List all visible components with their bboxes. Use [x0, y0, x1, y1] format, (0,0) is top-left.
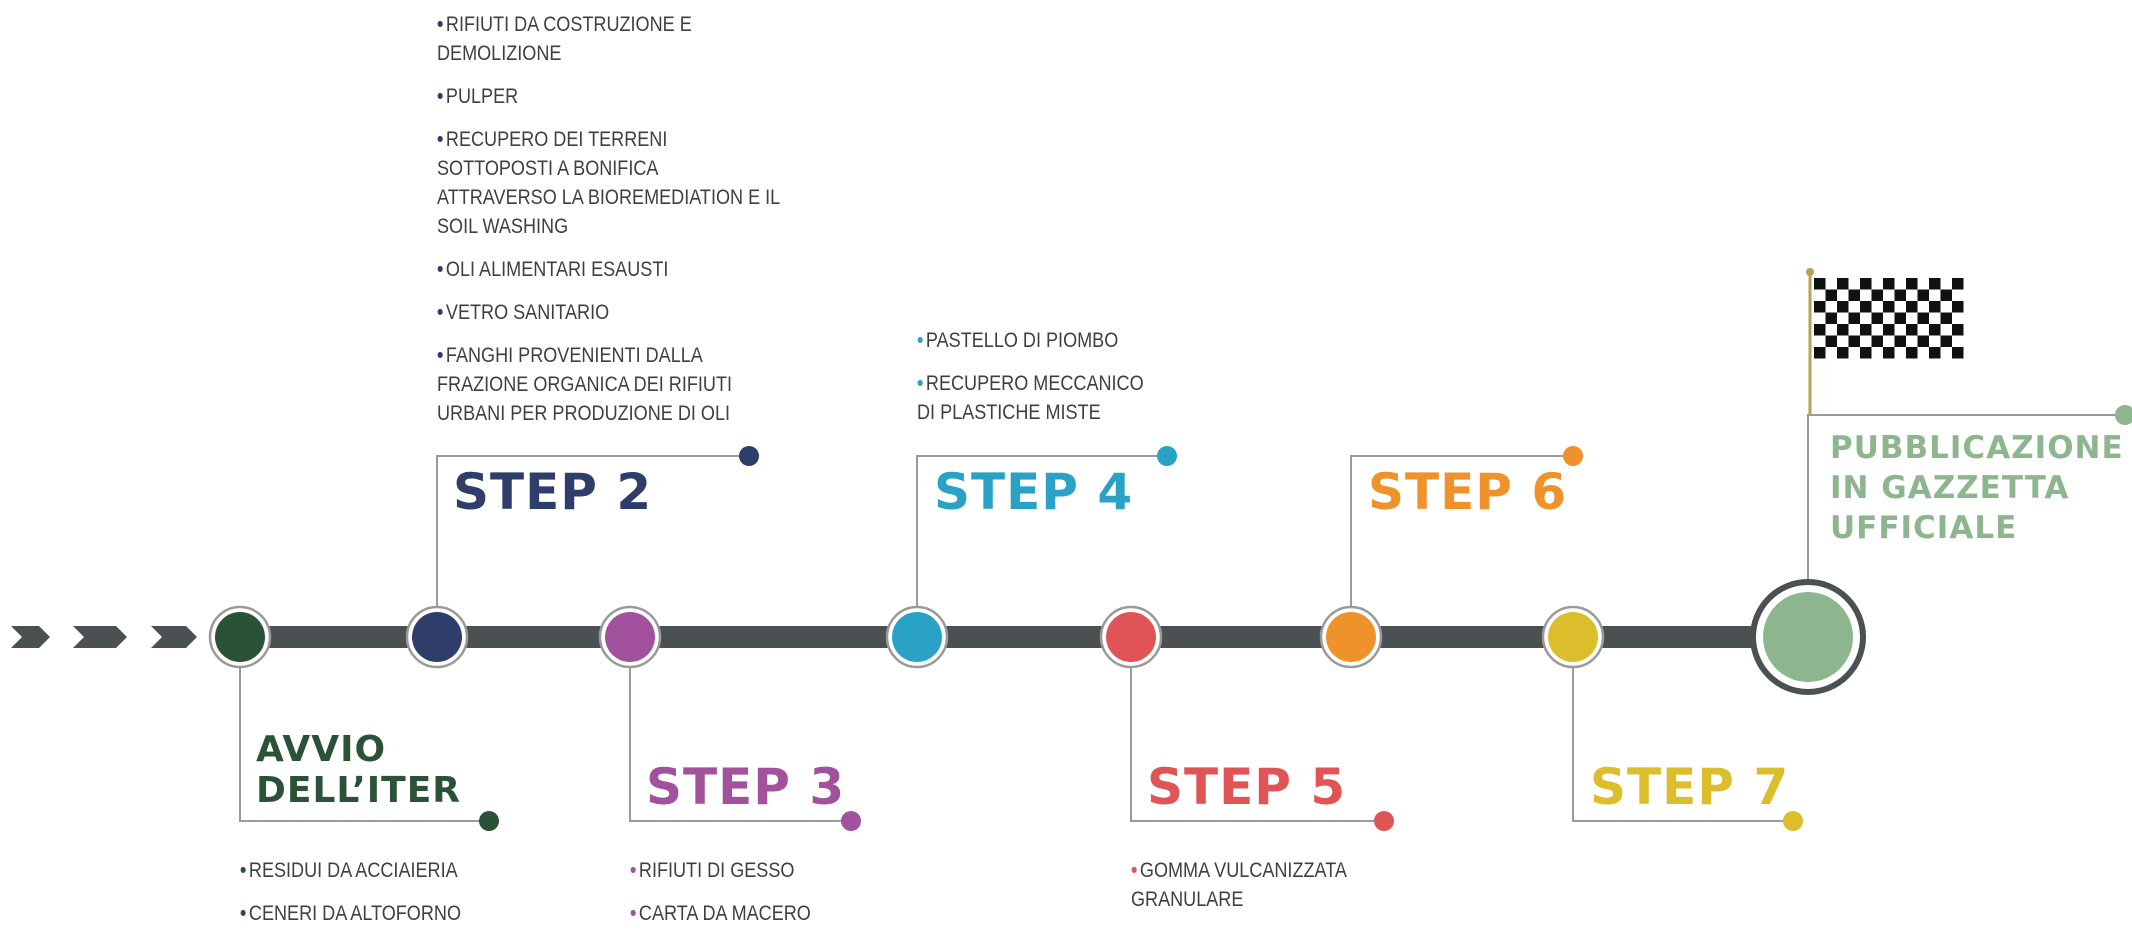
step3-title: STEP 3	[646, 758, 846, 816]
connector-pubblicazione	[1807, 414, 2125, 580]
step3-item-list: •RIFIUTI DI GESSO •CARTA DA MACERO	[630, 856, 854, 942]
connector-end-dot-pubblicazione	[2115, 405, 2132, 425]
connector-step6	[1350, 455, 1573, 607]
pubblicazione-title-line: UFFICIALE	[1830, 510, 2018, 546]
step5-title: STEP 5	[1147, 758, 1347, 816]
avvio-item-list: •RESIDUI DA ACCIAIERIA •CENERI DA ALTOFO…	[240, 856, 498, 942]
connector-step5	[1130, 667, 1384, 822]
list-item: •RIFIUTI DA COSTRUZIONE E DEMOLIZIONE	[437, 13, 692, 65]
pubblicazione-title-line: PUBBLICAZIONE	[1830, 430, 2124, 466]
connector-step4	[916, 455, 1167, 607]
avvio-title-line: AVVIO	[256, 729, 387, 770]
connector-end-dot-step6	[1563, 446, 1583, 466]
connector-end-dot-step3	[841, 811, 861, 831]
list-item: •PASTELLO DI PIOMBO	[917, 329, 1119, 352]
list-item: •RECUPERO MECCANICO DI PLASTICHE MISTE	[917, 372, 1144, 424]
list-item: •CARTA DA MACERO	[630, 902, 811, 925]
connector-end-dot-step7	[1783, 811, 1803, 831]
timeline-diagram	[11, 268, 2132, 831]
list-item: •PULPER	[437, 85, 519, 108]
connector-avvio	[239, 667, 489, 822]
list-item: •RIFIUTI DI GESSO	[630, 859, 795, 882]
connector-step3	[629, 667, 851, 822]
connector-end-dot-avvio	[479, 811, 499, 831]
list-item: •GOMMA VULCANIZZATA GRANULARE	[1131, 859, 1346, 911]
connector-end-dot-step2	[739, 446, 759, 466]
list-item: •VETRO SANITARIO	[437, 301, 610, 324]
chevron-arrows-icon	[11, 626, 197, 648]
list-item: •RECUPERO DEI TERRENI SOTTOPOSTI A BONIF…	[437, 128, 780, 238]
pubblicazione-title: PUBBLICAZIONE IN GAZZETTA UFFICIALE	[1830, 428, 2124, 548]
step7-title: STEP 7	[1590, 758, 1790, 816]
step6-title: STEP 6	[1368, 463, 1568, 521]
step2-title: STEP 2	[453, 463, 653, 521]
list-item: •FANGHI PROVENIENTI DALLA FRAZIONE ORGAN…	[437, 344, 733, 425]
connector-step7	[1572, 667, 1793, 822]
connector-end-dot-step4	[1157, 446, 1177, 466]
connector-end-dot-step5	[1374, 811, 1394, 831]
step2-item-list: •RIFIUTI DA COSTRUZIONE E DEMOLIZIONE •P…	[437, 10, 781, 442]
pubblicazione-title-line: IN GAZZETTA	[1830, 470, 2070, 506]
checkered-flag-icon	[1806, 268, 1964, 415]
list-item: •RESIDUI DA ACCIAIERIA	[240, 859, 458, 882]
connector-step2	[436, 455, 749, 607]
avvio-title-line: DELL’ITER	[256, 770, 462, 811]
list-item: •OLI ALIMENTARI ESAUSTI	[437, 258, 669, 281]
avvio-title: AVVIO DELL’ITER	[256, 729, 461, 811]
list-item: •CENERI DA ALTOFORNO	[240, 902, 461, 925]
step4-item-list: •PASTELLO DI PIOMBO •RECUPERO MECCANICO …	[917, 326, 1149, 441]
step4-title: STEP 4	[934, 463, 1134, 521]
step5-item-list: •GOMMA VULCANIZZATA GRANULARE	[1131, 856, 1363, 928]
